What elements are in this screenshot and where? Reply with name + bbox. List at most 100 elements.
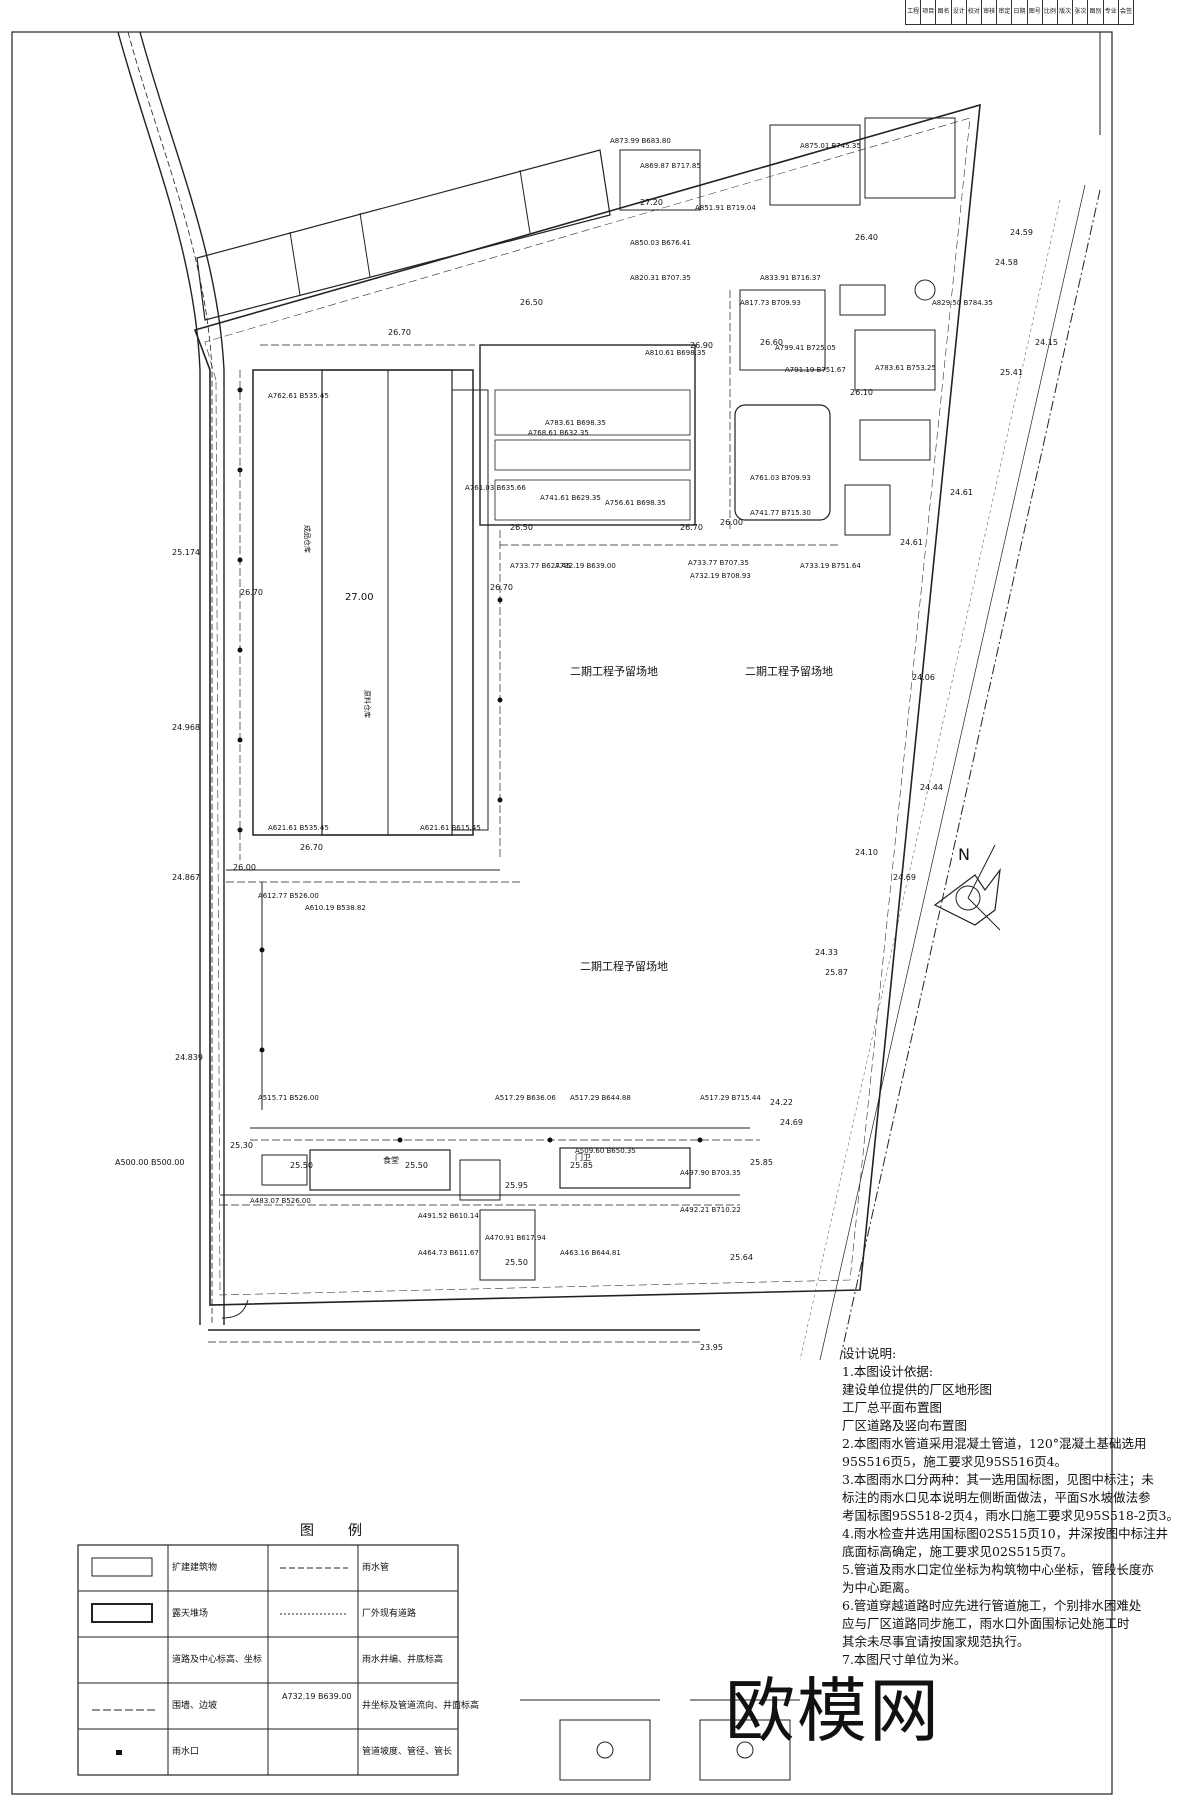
coordinate-label: A768.61 B632.35	[528, 429, 589, 437]
ground-elevation: 24.867	[172, 873, 200, 882]
reserve-area-label: 二期工程予留场地	[570, 664, 658, 678]
design-notes: 设计说明:1.本图设计依据:建设单位提供的厂区地形图工厂总平面布置图厂区道路及竖…	[842, 1345, 1179, 1669]
ground-elevation: 24.839	[175, 1053, 203, 1062]
elevation-label: 25.85	[570, 1161, 593, 1170]
titleblock-cell: 日期	[1012, 0, 1028, 24]
coordinate-label: A483.07 B526.00	[250, 1197, 311, 1205]
coordinate-label: A463.16 B644.81	[560, 1249, 621, 1257]
titleblock-cell: 校对	[967, 0, 983, 24]
ground-elevation: 25.41	[1000, 368, 1023, 377]
coordinate-label: A517.29 B715.44	[700, 1094, 761, 1102]
reserve-area-label: 二期工程予留场地	[580, 959, 668, 973]
coordinate-label: A733.19 B751.64	[800, 562, 861, 570]
watermark-text: 欧模网	[725, 1670, 941, 1752]
note-line: 95S516页5，施工要求见95S516页4。	[842, 1454, 1068, 1469]
coordinate-label: A799.41 B725.05	[775, 344, 836, 352]
titleblock-cell: 审定	[997, 0, 1013, 24]
coordinate-label: A833.91 B716.37	[760, 274, 821, 282]
note-line: 1.本图设计依据:	[842, 1364, 934, 1379]
coordinate-label: A732.19 B708.93	[690, 572, 751, 580]
ground-elevation: 24.15	[1035, 338, 1058, 347]
legend-right-label: 管道坡度、管径、管长	[362, 1747, 453, 1757]
coordinate-label: A873.99 B683.80	[610, 137, 671, 145]
ground-elevation: 24.22	[770, 1098, 793, 1107]
legend-right-label: 雨水管	[362, 1563, 390, 1573]
coordinate-label: A851.91 B719.04	[695, 204, 756, 212]
coordinate-label: A621.61 B535.45	[268, 824, 329, 832]
elevation-label: 26.40	[855, 233, 878, 242]
legend-right-label: 井坐标及管道流向、井面标高	[362, 1701, 480, 1711]
coordinate-label: A733.77 B627.45	[510, 562, 571, 570]
elevation-label: 26.50	[510, 523, 533, 532]
ground-elevation: 25.174	[172, 548, 200, 557]
coordinate-label: A464.73 B611.67	[418, 1249, 479, 1257]
coordinate-label: A756.61 B698.35	[605, 499, 666, 507]
elevation-label: 27.20	[640, 198, 663, 207]
coordinate-label: A791.19 B751.67	[785, 366, 846, 374]
legend-title: 图例	[300, 1523, 396, 1539]
coordinate-label: A783.61 B753.25	[875, 364, 936, 372]
elevation-label: 26.00	[233, 863, 256, 872]
note-line: 建设单位提供的厂区地形图	[842, 1382, 993, 1397]
coordinate-label: A761.03 B709.93	[750, 474, 811, 482]
ground-elevation: 24.59	[1010, 228, 1033, 237]
elevation-label: 25.95	[505, 1181, 528, 1190]
warehouse-name: 原料仓库	[363, 690, 372, 718]
elevation-label: 26.70	[240, 588, 263, 597]
coordinate-label: A509.60 B650.35	[575, 1147, 636, 1155]
legend-right-label: 雨水井编、井底标高	[362, 1655, 444, 1665]
ground-elevation: 24.69	[780, 1118, 803, 1127]
title-block: 工程项目图名设计校对审核审定日期图号比例版次张次图别专业会签	[905, 0, 1135, 25]
coordinate-label: A732.19 B639.00	[555, 562, 616, 570]
note-line: 3.本图雨水口分两种：其一选用国标图，见图中标注；未	[842, 1472, 1154, 1487]
legend-sample-coord: A732.19 B639.00	[282, 1692, 352, 1701]
note-line: 5.管道及雨水口定位坐标为构筑物中心坐标，管段长度亦	[842, 1562, 1154, 1577]
coordinate-label: A869.87 B717.85	[640, 162, 701, 170]
legend-left-label: 围墙、边坡	[172, 1701, 218, 1711]
coordinate-label: A810.61 B698.35	[645, 349, 706, 357]
reserve-area-label: 二期工程予留场地	[745, 664, 833, 678]
coordinate-label: A470.91 B617.94	[485, 1234, 546, 1242]
coordinate-label: A612.77 B526.00	[258, 892, 319, 900]
gate-coordinate: A500.00 B500.00	[115, 1158, 185, 1167]
note-line: 底面标高确定，施工要求见02S515页7。	[842, 1544, 1074, 1559]
legend-left-label: 道路及中心标高、坐标	[172, 1655, 263, 1665]
note-line: 为中心距离。	[842, 1580, 918, 1595]
titleblock-cell: 图号	[1028, 0, 1043, 24]
elevation-label: 26.50	[520, 298, 543, 307]
note-line: 2.本图雨水管道采用混凝土管道，120°混凝土基础选用	[842, 1436, 1147, 1451]
coordinate-label: A610.19 B538.82	[305, 904, 366, 912]
elevation-label: 26.60	[760, 338, 783, 347]
coordinate-label: A517.29 B644.88	[570, 1094, 631, 1102]
ground-elevation: 24.61	[900, 538, 923, 547]
ground-elevation: 24.10	[855, 848, 878, 857]
titleblock-cell: 审核	[982, 0, 998, 24]
ground-elevation: 24.61	[950, 488, 973, 497]
note-line: 7.本图尺寸单位为米。	[842, 1652, 967, 1667]
coordinate-label: A741.61 B629.35	[540, 494, 601, 502]
note-line: 标注的雨水口见本说明左侧断面做法，平面S水坡做法参	[842, 1490, 1151, 1505]
elevation-label: 26.10	[850, 388, 873, 397]
site-boundary	[193, 103, 981, 1306]
ground-elevation: 24.33	[815, 948, 838, 957]
ground-elevation: 24.06	[912, 673, 935, 682]
coordinate-label: A492.21 B710.22	[680, 1206, 741, 1214]
titleblock-cell: 图名	[936, 0, 952, 24]
elevation-label: 26.70	[680, 523, 703, 532]
warehouse-name: 成品仓库	[303, 525, 312, 553]
note-line: 考国标图95S518-2页4，雨水口施工要求见95S518-2页3。	[842, 1508, 1179, 1523]
legend-left-label: 雨水口	[172, 1747, 200, 1757]
round-corner-building	[734, 404, 831, 521]
legend-right-label: 厂外现有道路	[362, 1609, 417, 1619]
legend-left-label: 扩建建筑物	[172, 1563, 218, 1573]
inlet-detail-drawings	[520, 1699, 800, 1781]
titleblock-cell: 图别	[1088, 0, 1104, 24]
coordinate-label: A517.29 B636.06	[495, 1094, 556, 1102]
ground-elevation: 24.69	[893, 873, 916, 882]
note-line: 4.雨水检查井选用国标图02S515页10，井深按图中标注井	[842, 1526, 1169, 1541]
site-drainage-plan: N二期工程予留场地二期工程予留场地二期工程予留场地27.00成品仓库原料仓库食堂…	[11, 31, 1113, 1795]
elevation-label: 26.70	[300, 843, 323, 852]
titleblock-cell: 项目	[921, 0, 937, 24]
slope-line-east	[839, 189, 1101, 1361]
coordinate-label: A621.61 B615.45	[420, 824, 481, 832]
